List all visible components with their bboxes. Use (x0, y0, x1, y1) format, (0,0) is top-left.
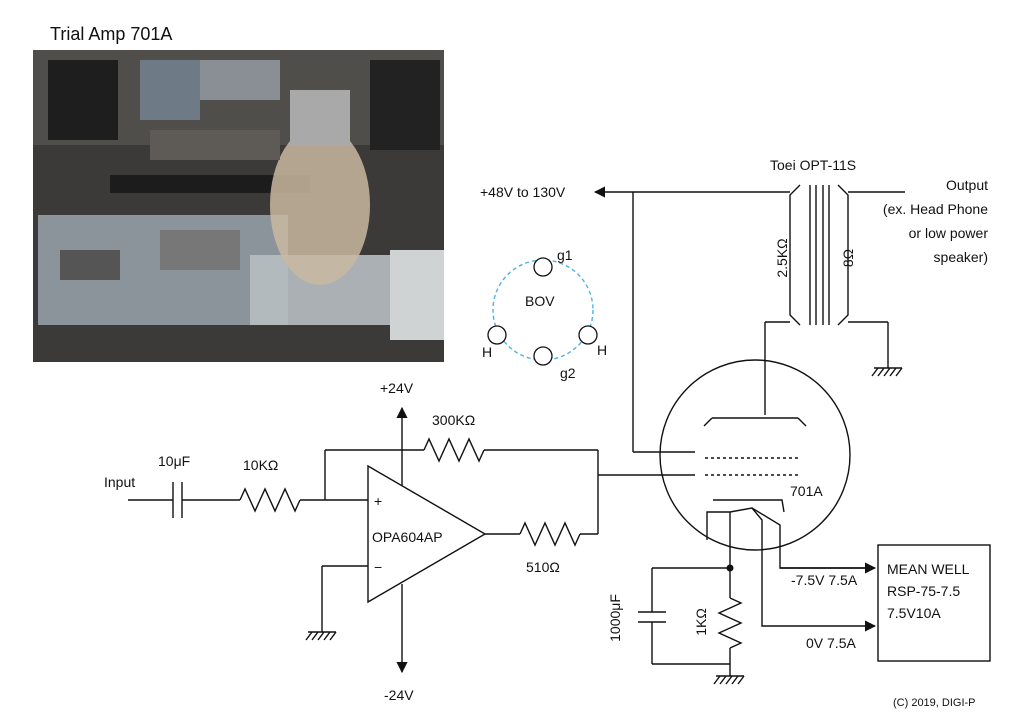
feedback-resistor (423, 437, 485, 463)
socket-h-right-label: H (597, 342, 607, 358)
fil-zero-label: 0V 7.5A (806, 635, 856, 651)
opamp-label: OPA604AP (372, 529, 443, 545)
input-cap-label: 10μF (158, 453, 190, 469)
output-line-4: speaker) (934, 249, 988, 265)
pin-h-left (487, 325, 507, 345)
feedback-resistor-label: 300KΩ (432, 412, 475, 428)
vacuum-tube-701a: 701A (659, 359, 865, 569)
output-resistor (519, 521, 581, 547)
input-resistor-label: 10KΩ (243, 457, 278, 473)
opamp-opa604ap: + − OPA604AP +24V -24V (367, 380, 487, 703)
cathode-resistor (717, 597, 743, 649)
pin-h-right (578, 325, 598, 345)
output-transformer: Toei OPT-11S 2.5KΩ 8Ω (593, 157, 905, 415)
socket-h-left-label: H (482, 344, 492, 360)
cathode-resistor-label: 1KΩ (693, 608, 709, 636)
output-line-1: Output (946, 177, 988, 193)
page-title: Trial Amp 701A (50, 24, 172, 44)
amp-photo (33, 50, 444, 362)
socket-g2-label: g2 (560, 365, 576, 381)
output-line-3: or low power (909, 225, 989, 241)
cathode-cap-label: 1000μF (607, 594, 623, 642)
pin-g1 (533, 257, 553, 277)
socket-g1-label: g1 (557, 247, 573, 263)
pin-g2 (533, 346, 553, 366)
input-label: Input (104, 474, 135, 490)
fil-neg-label: -7.5V 7.5A (791, 572, 858, 588)
tube-label: 701A (790, 483, 823, 499)
output-line-2: (ex. Head Phone (883, 201, 988, 217)
meanwell-psu-box (877, 544, 991, 662)
opamp-minus: − (374, 559, 382, 575)
meanwell-line-2: RSP-75-7.5 (887, 583, 960, 599)
opamp-neg-supply: -24V (384, 687, 414, 703)
tube-socket-diagram: BOV g1 g2 H H (482, 247, 607, 381)
opamp-plus: + (374, 493, 382, 509)
socket-center-label: BOV (525, 293, 555, 309)
meanwell-line-1: MEAN WELL (887, 561, 970, 577)
secondary-impedance: 8Ω (840, 249, 856, 267)
transformer-name: Toei OPT-11S (770, 157, 856, 173)
copyright: (C) 2019, DIGI-P (893, 697, 976, 709)
primary-impedance: 2.5KΩ (774, 238, 790, 277)
output-resistor-label: 510Ω (526, 559, 560, 575)
ground-symbol-opamp (305, 631, 337, 641)
opamp-pos-supply: +24V (380, 380, 414, 396)
input-resistor (239, 487, 301, 513)
ground-symbol-cathode (713, 675, 745, 685)
meanwell-line-3: 7.5V10A (887, 605, 941, 621)
bplus-label: +48V to 130V (480, 184, 566, 200)
